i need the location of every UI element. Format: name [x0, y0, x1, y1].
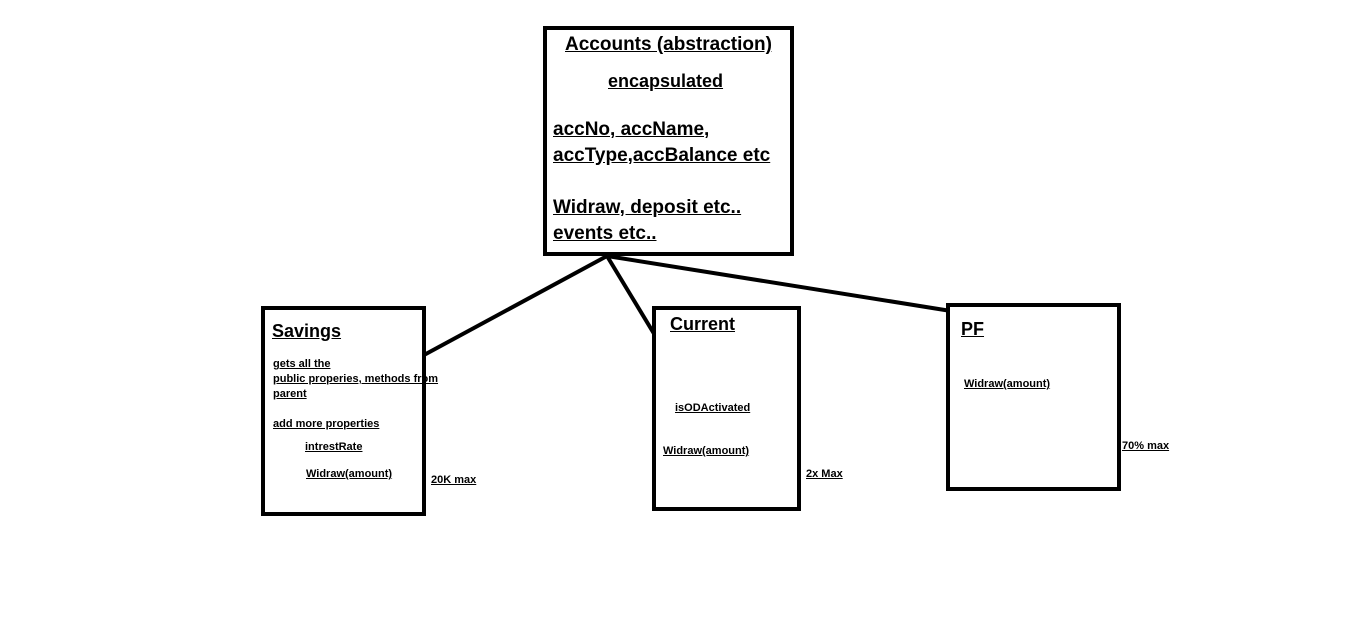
current-title: Current	[670, 314, 736, 334]
current-note: 2x Max	[806, 468, 843, 480]
accounts-properties-line1: accNo, accName,	[553, 119, 710, 140]
connector-accounts-pf	[606, 254, 952, 313]
accounts-box	[543, 26, 794, 256]
savings-box	[261, 306, 426, 516]
savings-method: Widraw(amount)	[306, 468, 393, 480]
current-box	[652, 306, 801, 511]
pf-box	[946, 303, 1121, 491]
accounts-methods-line1: Widraw, deposit etc..	[553, 197, 742, 218]
savings-field: intrestRate	[305, 441, 363, 453]
pf-title: PF	[961, 319, 985, 339]
current-method: Widraw(amount)	[663, 445, 750, 457]
pf-note: 70% max	[1122, 440, 1170, 452]
accounts-properties-line2: accType,accBalance etc	[553, 145, 771, 166]
connector-accounts-current	[605, 254, 658, 339]
accounts-subtitle: encapsulated	[608, 71, 724, 91]
current-field: isODActivated	[675, 402, 751, 414]
savings-inherit-line1: gets all the	[273, 358, 331, 370]
savings-title: Savings	[272, 321, 342, 341]
connector-accounts-savings	[423, 254, 608, 357]
accounts-title: Accounts (abstraction)	[565, 34, 772, 55]
savings-inherit-line2: public properies, methods from	[273, 373, 439, 385]
savings-note: 20K max	[431, 474, 477, 486]
savings-inherit-line3: parent	[273, 388, 307, 400]
savings-add-more: add more properties	[273, 418, 380, 430]
pf-method: Widraw(amount)	[964, 378, 1051, 390]
accounts-methods-line2: events etc..	[553, 223, 657, 244]
